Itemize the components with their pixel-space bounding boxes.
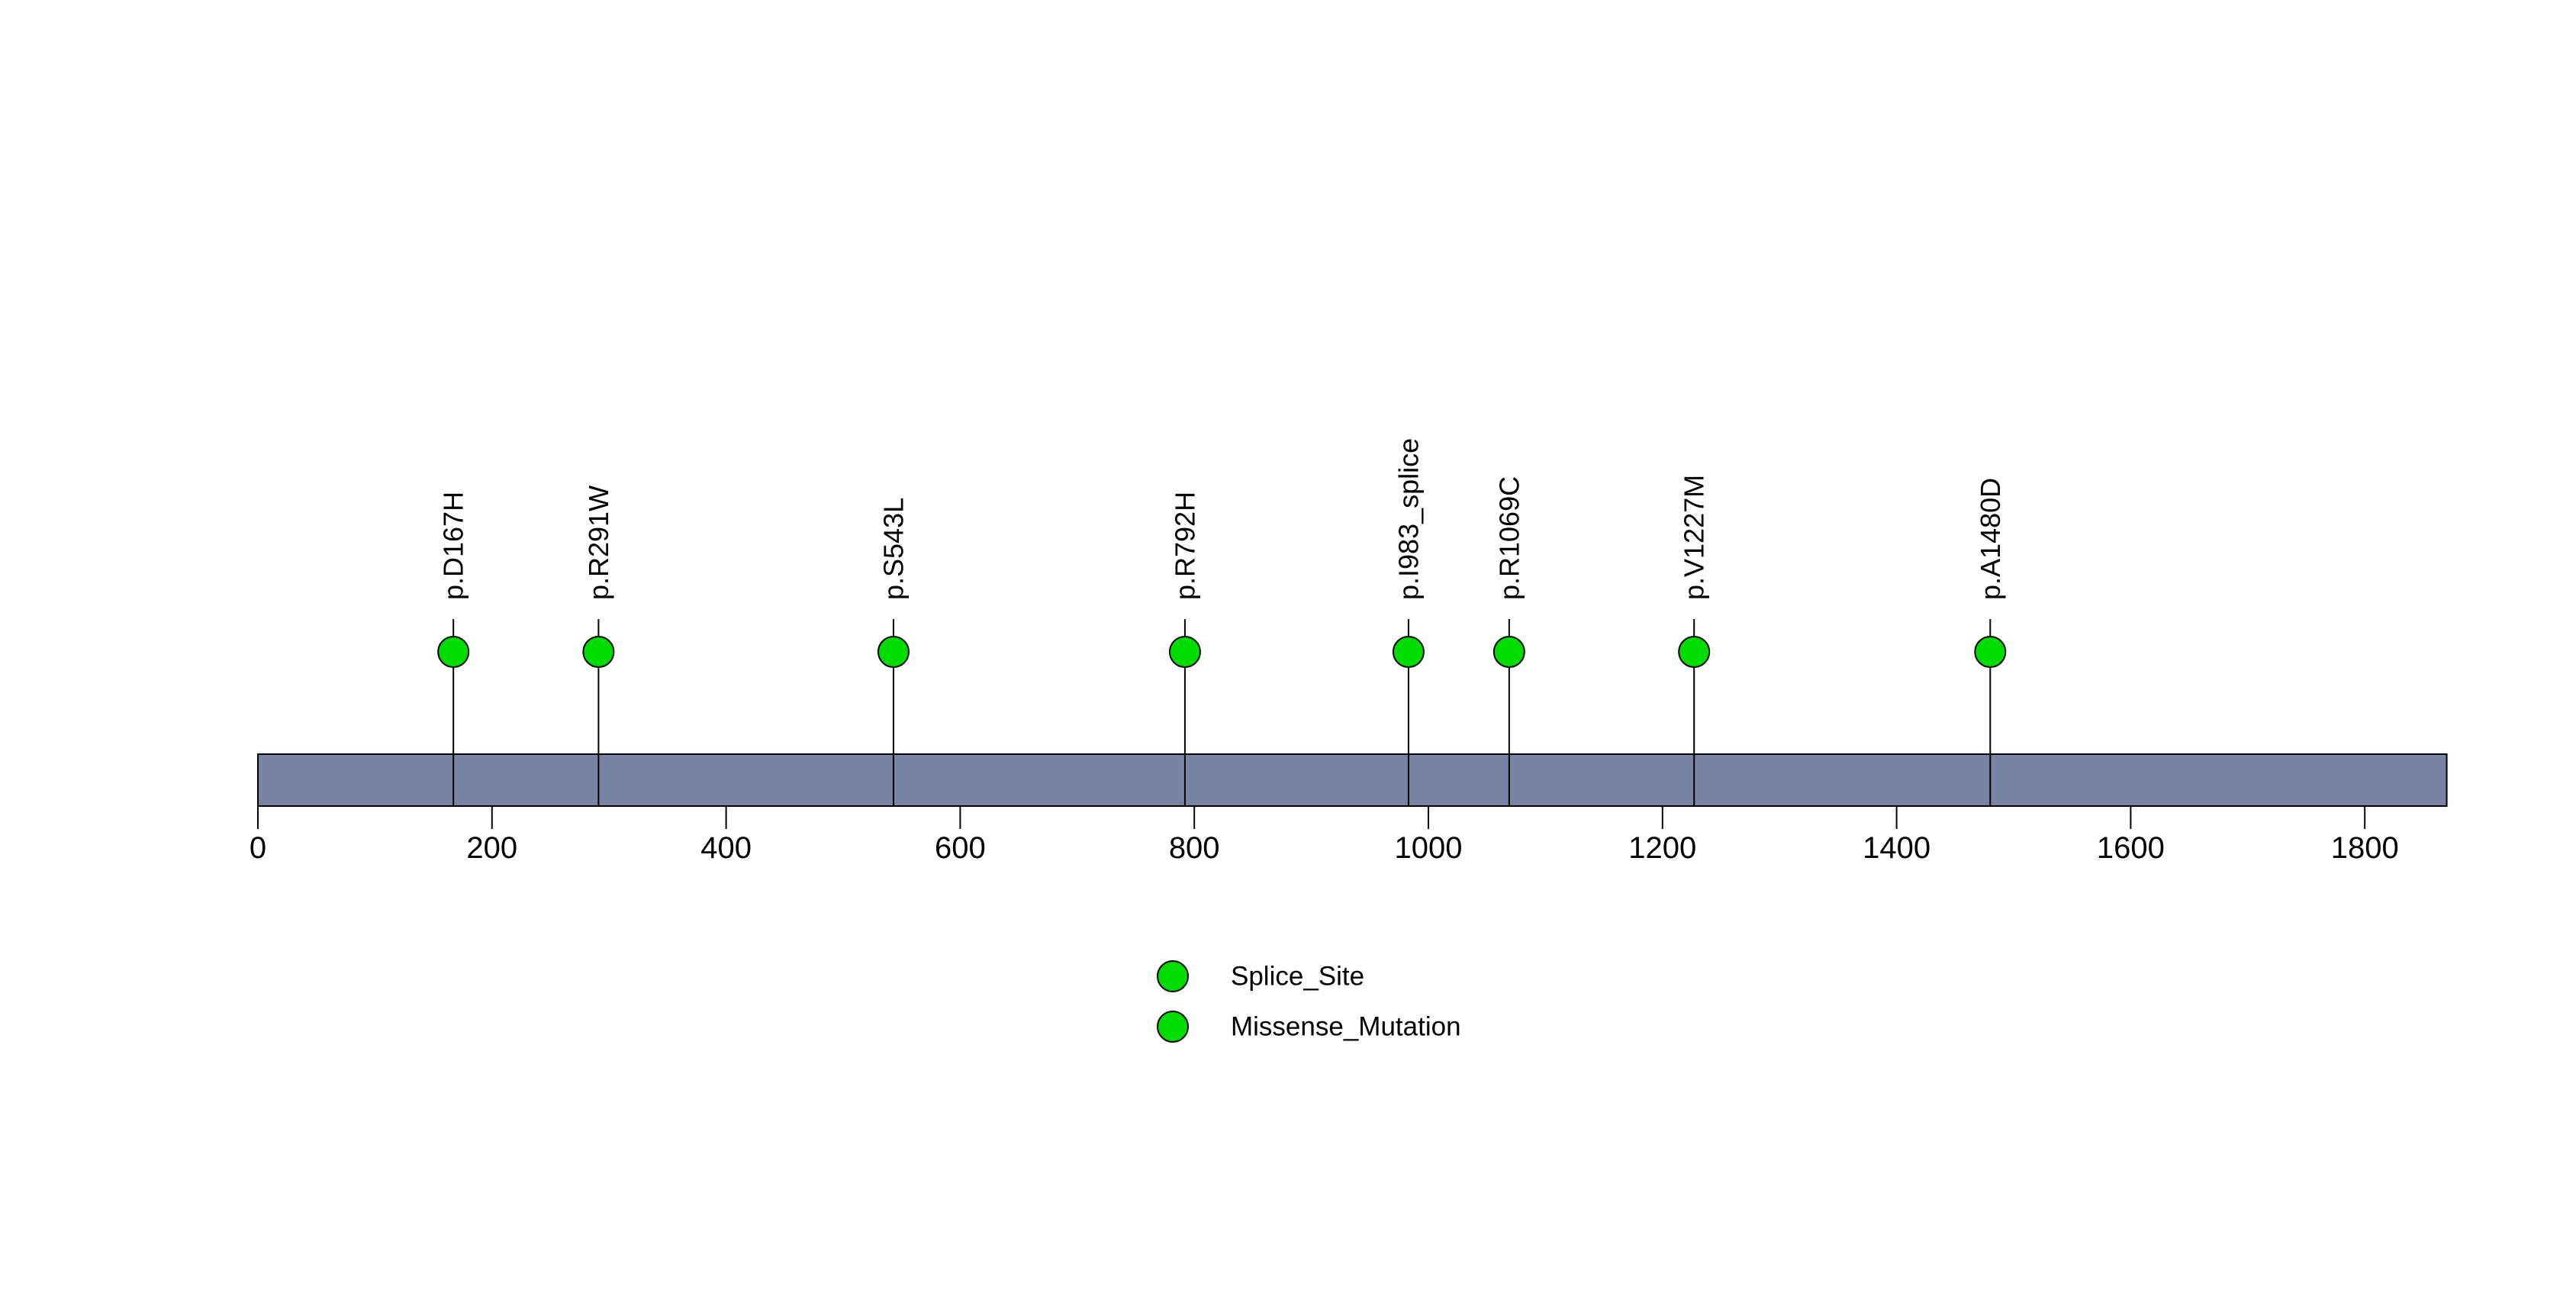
mutation-marker [877,636,910,668]
mutation-label: p.D167H [438,492,469,600]
protein-backbone-bar [257,753,2448,807]
axis-tick-label: 1200 [1628,831,1696,865]
mutation-marker [1678,636,1711,668]
legend-label: Splice_Site [1231,962,1364,992]
axis-tick-label: 1800 [2331,831,2399,865]
mutation-label: p.I983_splice [1393,438,1424,600]
axis-tick-label: 1000 [1395,831,1463,865]
mutation-marker [1392,636,1425,668]
axis-tick-label: 1600 [2097,831,2165,865]
axis-tick-label: 600 [935,831,986,865]
legend-marker [1157,1011,1189,1043]
axis-tick-label: 400 [700,831,752,865]
axis-tick-label: 800 [1169,831,1220,865]
mutation-label: p.V1227M [1679,475,1710,600]
legend-marker [1157,960,1189,992]
mutation-label: p.A1480D [1975,478,2006,600]
mutation-marker [1492,636,1525,668]
mutation-label: p.S543L [877,498,909,600]
legend-label: Missense_Mutation [1231,1012,1461,1042]
mutation-marker [437,636,470,668]
axis-tick-label: 200 [466,831,517,865]
mutation-label: p.R792H [1169,492,1200,600]
mutation-marker [1168,636,1201,668]
axis-tick-label: 1400 [1863,831,1930,865]
mutation-label: p.R291W [583,485,614,600]
mutation-label: p.R1069C [1493,476,1525,600]
mutation-marker [1974,636,2007,668]
mutation-marker [582,636,615,668]
axis-tick-label: 0 [250,831,266,865]
